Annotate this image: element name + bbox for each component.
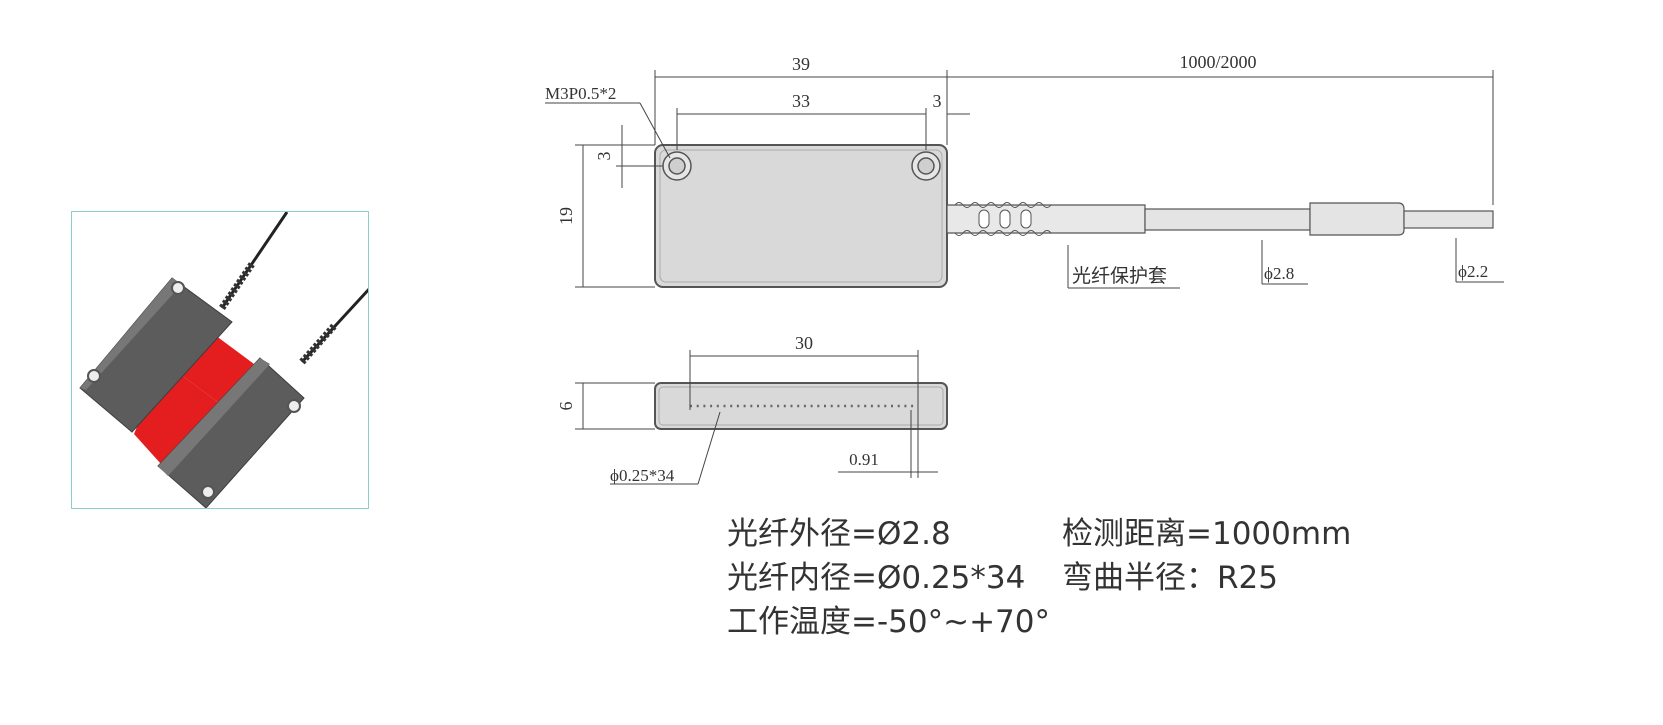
spec-detect-distance: 检测距离=1000mm: [1062, 516, 1352, 552]
sensor-body-side-view: [654, 382, 948, 430]
dim-fiber-array: ϕ0.25*34: [610, 466, 675, 485]
cable-segment-2-2: [1403, 210, 1494, 229]
sensor-body-top-view: [654, 144, 948, 288]
cable-ferrule: [1309, 202, 1405, 236]
product-image-frame: [71, 211, 369, 509]
dim-cable-length: 1000/2000: [1179, 52, 1256, 72]
spec-bend-radius: 弯曲半径：R25: [1062, 560, 1278, 596]
fiber-sheath: [946, 202, 1146, 236]
product-render: [79, 212, 368, 508]
dim-thickness: 6: [556, 402, 576, 411]
dim-length-total: 39: [792, 54, 810, 74]
dim-fiber-pitch: 0.91: [849, 450, 879, 469]
spec-temperature: 工作温度=-50°~+70°: [727, 604, 1051, 640]
dim-hole-edge-offset: 3: [933, 91, 942, 111]
dim-height: 19: [556, 207, 576, 225]
dim-hole-vertical-offset: 3: [594, 152, 614, 161]
mounting-hole-right: [911, 151, 941, 181]
cable-segment-2-8: [1144, 208, 1311, 231]
spec-outer-diameter: 光纤外径=Ø2.8: [727, 516, 951, 552]
dim-hole-spacing: 33: [792, 91, 810, 111]
label-fiber-sheath: 光纤保护套: [1072, 265, 1167, 287]
label-diameter-end: ϕ2.2: [1458, 262, 1488, 281]
mounting-hole-left: [662, 151, 692, 181]
dim-thread: M3P0.5*2: [545, 84, 616, 103]
dim-array-width: 30: [795, 333, 813, 353]
label-diameter-sheath: ϕ2.8: [1264, 264, 1294, 283]
spec-inner-diameter: 光纤内径=Ø0.25*34: [727, 560, 1026, 596]
